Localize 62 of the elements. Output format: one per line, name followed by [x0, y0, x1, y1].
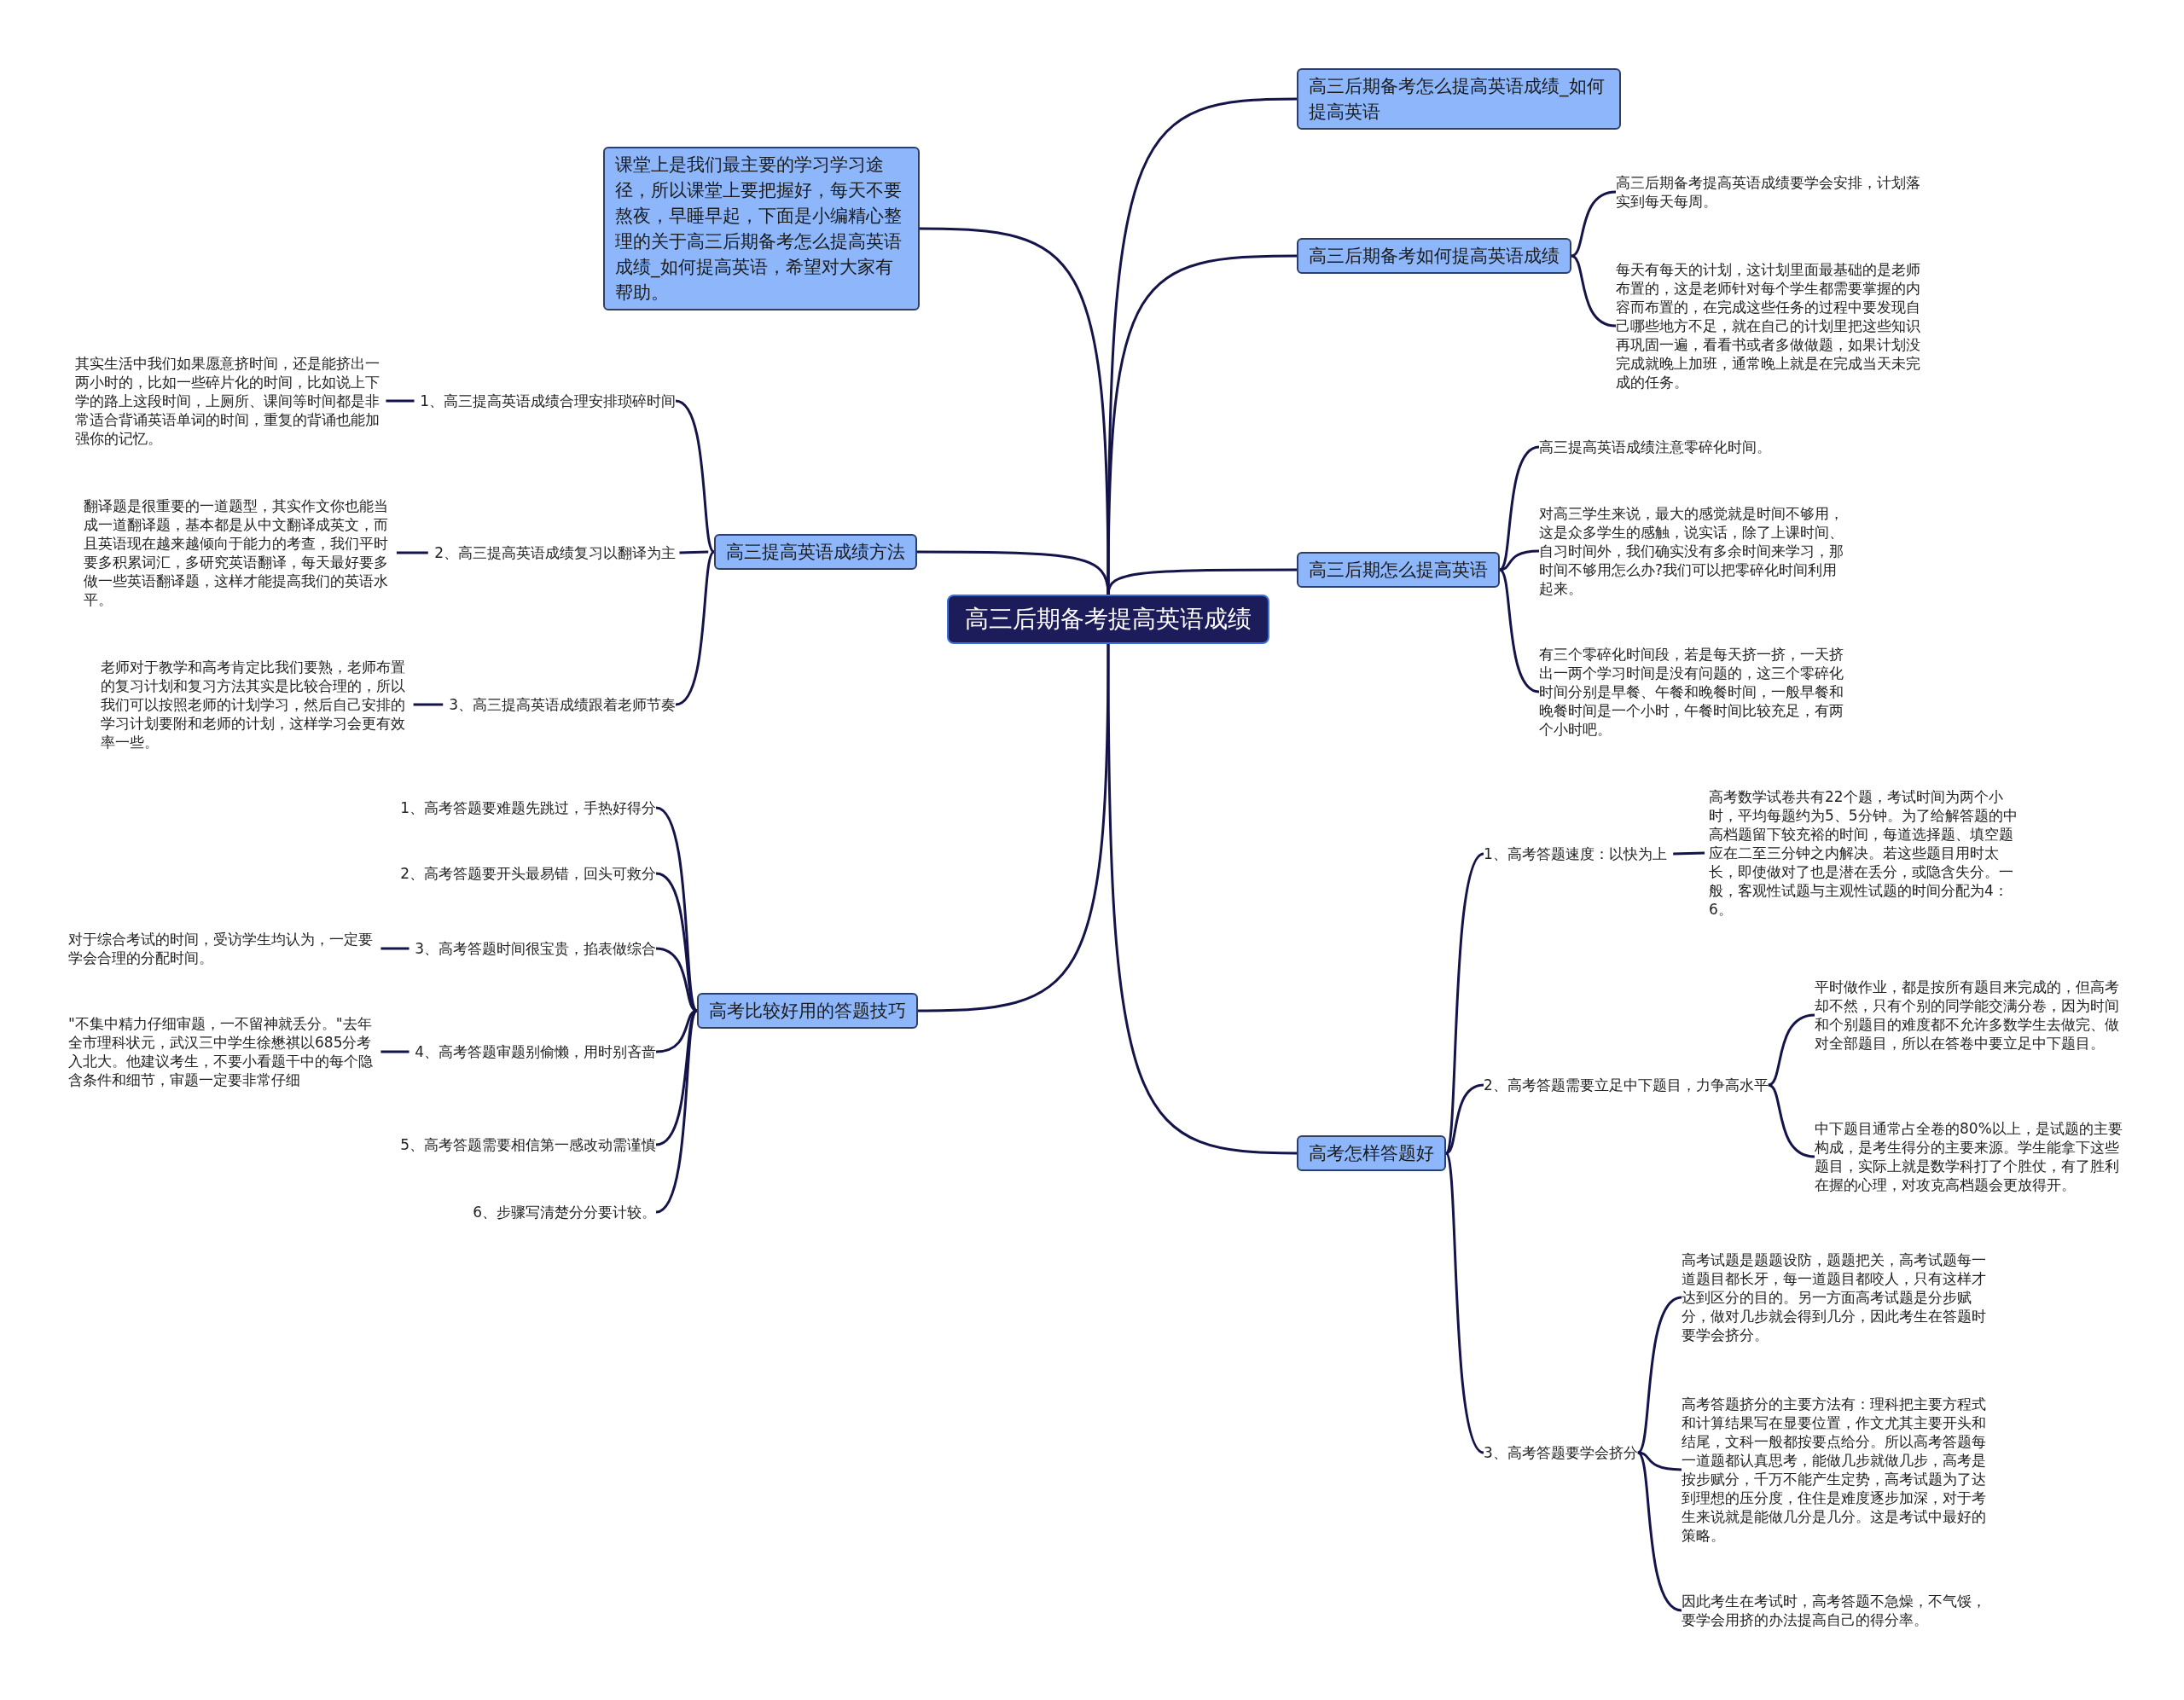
connector-line	[675, 550, 716, 706]
connector-line	[1637, 1451, 1682, 1471]
detail-text: 高考数学试卷共有22个题，考试时间为两个小时，平均每题约为5、5分钟。为了给解答题的中高档题留下较充裕的时间，每道选择题、填空题应在二至三分钟之内解决。若这些题目用时太长，即使做对了也是潜在丢分，或隐含失分。一般，客观性试题与主观性试题的时间分配为4：6。	[1709, 787, 2018, 919]
connector-line	[1571, 190, 1617, 258]
connector-line	[1107, 254, 1298, 595]
detail-text: 高考试题是题题设防，题题把关，高考试题每一道题目都长牙，每一道题目都咬人，只有这样才达到区分的目的。另一方面高考试题是分步赋分，做对几步就会得到几分，因此考生在答题时要学会挤分。	[1682, 1250, 1990, 1344]
central-topic-box: 高三后期备考提高英语成绩	[947, 595, 1269, 644]
connector-line	[413, 703, 444, 706]
detail-text: 平时做作业，都是按所有题目来完成的，但高考却不然，只有个别的同学能交满分卷，因为时间和个别题目的难度都不允许多数学生去做完、做对全部题目，所以在答卷中要立足中下题目。	[1815, 978, 2123, 1053]
connector-line	[386, 399, 415, 403]
subtopic-text: 1、高考答题要难题先跳过，手热好得分	[400, 798, 656, 817]
connector-line	[679, 550, 709, 554]
detail-text: 高三后期备考提高英语成绩要学会安排，计划落实到每天每周。	[1616, 173, 1925, 211]
connector-line	[1768, 1013, 1815, 1087]
branch-topic-box: 高三提高英语成绩方法	[714, 534, 917, 570]
detail-text: 高考答题挤分的主要方法有：理科把主要方程式和计算结果写在显要位置，作文尤其主要开头和结尾，文科一般都按要点给分。所以高考答题每一道题都认真思考，能做几步就做几步，高考是按步赋分，千万不能产生定势，高考试题为了达到理想的压分度，住住是难度逐步加深，对于考生来说就是能做几分是几分。这是考试中最好的策略。	[1682, 1395, 1990, 1545]
connector-line	[917, 644, 1110, 1012]
branch-topic-box: 高考比较好用的答题技巧	[697, 993, 918, 1029]
detail-text: 其实生活中我们如果愿意挤时间，还是能挤出一两小时的，比如一些碎片化的时间，比如说上下学的路上这段时间，上厕所、课间等时间都是非常适合背诵英语单词的时间，重复的背诵也能加强你的记忆。	[75, 354, 382, 448]
subtopic-text: 1、高考答题速度：以快为上	[1484, 844, 1667, 863]
connector-line	[655, 806, 699, 1012]
subtopic-text: 1、高三提高英语成绩合理安排琐碎时间	[420, 392, 676, 410]
connector-line	[1107, 644, 1298, 1155]
subtopic-text: 5、高考答题需要相信第一感改动需谨慎	[400, 1135, 656, 1154]
detail-text: 对高三学生来说，最大的感觉就是时间不够用，这是众多学生的感触，说实话，除了上课时间、自习时间外，我们确实没有多余时间来学习，那时间不够用怎么办?我们可以把零碎化时间利用起来。	[1539, 504, 1848, 598]
subtopic-text: 高三提高英语成绩注意零碎化时间。	[1539, 438, 1771, 456]
detail-text: 中下题目通常占全卷的80%以上，是试题的主要构成，是考生得分的主要来源。学生能拿下这些题目，实际上就是数学科打了个胜仗，有了胜利在握的心理，对攻克高档题会更放得开。	[1815, 1119, 2123, 1194]
connector-line	[1636, 1451, 1682, 1612]
subtopic-text: 2、高考答题要开头最易错，回头可救分	[400, 864, 656, 883]
connector-line	[1445, 1083, 1484, 1155]
branch-topic-box: 课堂上是我们最主要的学习学习途径，所以课堂上要把握好，每天不要熬夜，早睡早起，下面是小编精心整理的关于高三后期备考怎么提高英语成绩_如何提高英语，希望对大家有帮助。	[603, 147, 920, 310]
detail-text: 对于综合考试的时间，受访学生均认为，一定要学会合理的分配时间。	[68, 930, 377, 967]
subtopic-text: 3、高三提高英语成绩跟着老师节奏	[449, 695, 676, 714]
branch-topic-box: 高考怎样答题好	[1297, 1135, 1446, 1171]
subtopic-text: 6、步骤写清楚分分要计较。	[473, 1203, 656, 1221]
connector-line	[1444, 852, 1484, 1154]
connector-line	[1107, 568, 1297, 595]
branch-topic-box: 高三后期备考怎么提高英语成绩_如何提高英语	[1297, 68, 1621, 130]
detail-text: 翻译题是很重要的一道题型，其实作文你也能当成一道翻译题，基本都是从中文翻译成英文，而且英语现在越来越倾向于能力的考查，我们平时要多积累词汇，多研究英语翻译，每天最好要多做一些英语翻译题，这样才能提高我们的英语水平。	[84, 496, 392, 609]
branch-topic-box: 高三后期怎么提高英语	[1297, 552, 1500, 588]
detail-text: 老师对于教学和高考肯定比我们要熟，老师布置的复习计划和复习方法其实是比较合理的，所以我们可以按照老师的计划学习，然后自己安排的学习计划要附和老师的计划，这样学习会更有效率一些。	[101, 658, 410, 751]
connector-line	[380, 1050, 410, 1053]
subtopic-text: 2、高考答题需要立足中下题目，力争高水平	[1484, 1076, 1769, 1094]
subtopic-text: 3、高考答题要学会挤分	[1484, 1443, 1638, 1462]
connector-line	[380, 947, 410, 950]
detail-text: "不集中精力仔细审题，一不留神就丢分。"去年全市理科状元，武汉三中学生徐懋祺以685分考入北大。他建议考生，不要小看题干中的每个隐含条件和细节，审题一定要非常仔细	[68, 1014, 377, 1089]
subtopic-text: 4、高考答题审题别偷懒，用时别吝啬	[415, 1042, 656, 1061]
detail-text: 因此考生在考试时，高考答题不急燥，不气馁，要学会用挤的办法提高自己的得分率。	[1682, 1592, 1990, 1629]
connector-line	[1444, 1152, 1484, 1454]
connector-line	[675, 399, 716, 554]
connector-line	[1499, 568, 1540, 693]
branch-topic-box: 高三后期备考如何提高英语成绩	[1297, 238, 1571, 274]
connector-line	[396, 551, 428, 554]
subtopic-text: 3、高考答题时间很宝贵，掐表做综合	[415, 939, 656, 958]
connector-line	[655, 1010, 699, 1214]
subtopic-text: 2、高三提高英语成绩复习以翻译为主	[434, 543, 676, 562]
connector-line	[1636, 1296, 1682, 1454]
connector-line	[1768, 1083, 1815, 1158]
detail-text: 有三个零碎化时间段，若是每天挤一挤，一天挤出一两个学习时间是没有问题的，这三个零碎化时间分别是早餐、午餐和晚餐时间，一般早餐和晚餐时间是一个小时，午餐时间比较充足，有两个小时吧。	[1539, 645, 1848, 739]
connector-line	[1571, 254, 1617, 328]
detail-text: 每天有每天的计划，这计划里面最基础的是老师布置的，这是老师针对每个学生都需要掌握的内容而布置的，在完成这些任务的过程中要发现自己哪些地方不足，就在自己的计划里把这些知识再巩固一遍，看看书或者多做做题，如果计划没完成就晚上加班，通常晚上就是在完成当天未完成的任务。	[1616, 260, 1925, 392]
connector-line	[1673, 851, 1705, 856]
